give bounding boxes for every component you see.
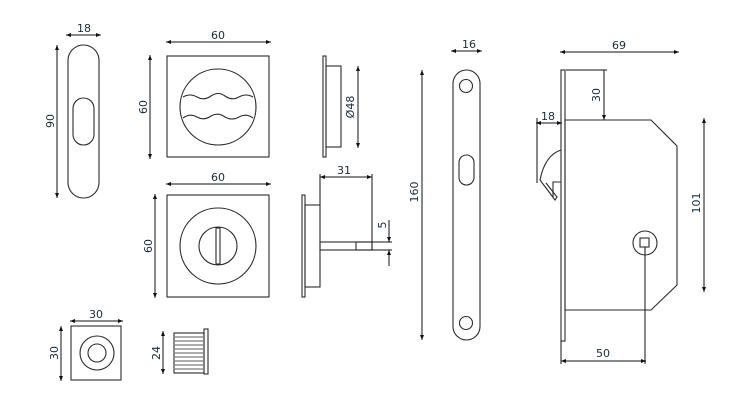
dim-lock-width: 69 bbox=[612, 39, 626, 52]
dim-oval-width: 18 bbox=[77, 22, 91, 35]
dim-strike-height: 160 bbox=[408, 182, 421, 203]
strike-plate: 16 160 bbox=[408, 38, 482, 341]
hook-lock-body: 69 30 18 101 50 bbox=[536, 39, 706, 364]
dim-rosette-height: 60 bbox=[137, 100, 150, 114]
rosette-side-view: Ø48 bbox=[322, 55, 360, 158]
knurled-cylinder: 24 bbox=[150, 328, 209, 375]
dim-cylinder-height: 24 bbox=[150, 346, 163, 360]
wc-side-view: 31 5 bbox=[301, 164, 392, 298]
dim-backset: 50 bbox=[596, 347, 610, 360]
dim-lock-body-height: 101 bbox=[690, 193, 703, 214]
dim-oval-height: 90 bbox=[44, 114, 57, 128]
square-rosette-pull: 60 60 bbox=[137, 29, 271, 159]
dim-lock-top-offset: 30 bbox=[590, 88, 603, 102]
oval-pull-plate: 18 90 bbox=[44, 22, 101, 199]
small-square-rosette: 30 30 bbox=[48, 308, 123, 381]
dim-spindle-size: 5 bbox=[376, 222, 389, 229]
wc-turn-rosette: 60 60 bbox=[142, 171, 271, 298]
dim-rosette-diameter: Ø48 bbox=[344, 96, 357, 119]
dim-strike-width: 16 bbox=[462, 38, 476, 51]
dim-rosette-width: 60 bbox=[211, 29, 225, 42]
dim-small-width: 30 bbox=[89, 308, 103, 321]
dim-wc-height: 60 bbox=[142, 239, 155, 253]
dim-spindle-length: 31 bbox=[337, 164, 351, 177]
dim-small-height: 30 bbox=[48, 346, 61, 360]
dim-wc-width: 60 bbox=[211, 171, 225, 184]
dim-hook-depth: 18 bbox=[541, 110, 555, 123]
